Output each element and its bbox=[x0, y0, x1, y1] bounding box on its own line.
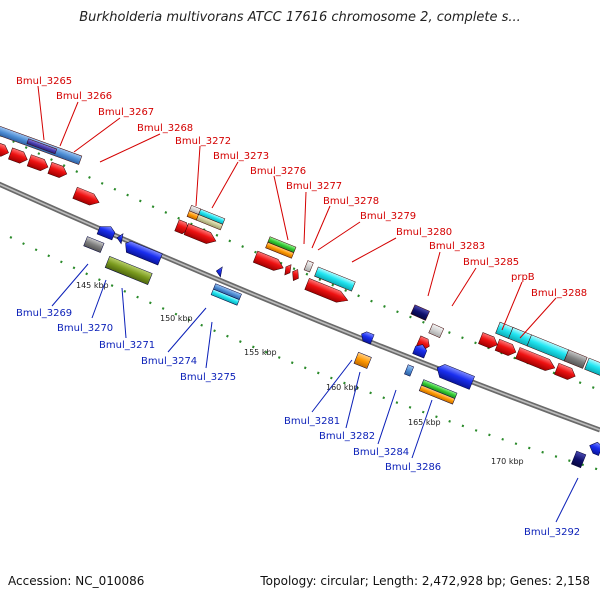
cds-feature[interactable] bbox=[584, 357, 600, 378]
gene-label[interactable]: Bmul_3277 bbox=[286, 181, 342, 192]
tick-label: 155 kbp bbox=[244, 348, 277, 357]
gene-arrow[interactable] bbox=[72, 186, 102, 208]
gene-arrow[interactable] bbox=[252, 250, 285, 273]
cds-feature[interactable] bbox=[404, 364, 415, 377]
label-leaders-top bbox=[37, 85, 557, 339]
gene-label[interactable]: Bmul_3276 bbox=[250, 166, 306, 177]
cds-feature[interactable] bbox=[210, 288, 240, 306]
cds-feature[interactable] bbox=[563, 349, 588, 369]
gene-label[interactable]: Bmul_3270 bbox=[57, 323, 113, 334]
gene-label[interactable]: Bmul_3282 bbox=[319, 431, 375, 442]
cds-feature[interactable] bbox=[314, 266, 356, 292]
gene-label[interactable]: Bmul_3286 bbox=[385, 462, 441, 473]
gene-arrow[interactable] bbox=[283, 263, 293, 276]
cds-feature[interactable] bbox=[428, 323, 445, 339]
gene-arrow[interactable] bbox=[587, 440, 600, 456]
gene-label[interactable]: Bmul_3267 bbox=[98, 107, 154, 118]
gene-label[interactable]: prpB bbox=[511, 272, 535, 283]
gene-arrow[interactable] bbox=[434, 362, 475, 390]
gene-label[interactable]: Bmul_3285 bbox=[463, 257, 519, 268]
chromosome-backbone bbox=[0, 181, 600, 433]
map-title: Burkholderia multivorans ATCC 17616 chro… bbox=[79, 10, 521, 25]
cds-feature[interactable] bbox=[265, 241, 295, 259]
gene-arrow[interactable] bbox=[0, 140, 11, 158]
gene-label[interactable]: Bmul_3278 bbox=[323, 196, 379, 207]
gene-label[interactable]: Bmul_3269 bbox=[16, 308, 72, 319]
gene-arrow[interactable] bbox=[26, 154, 50, 173]
gene-arrow[interactable] bbox=[116, 232, 125, 245]
tick-label: 170 kbp bbox=[491, 457, 524, 466]
gene-label[interactable]: Bmul_3283 bbox=[429, 241, 485, 252]
gene-label[interactable]: Bmul_3279 bbox=[360, 211, 416, 222]
cds-feature[interactable] bbox=[418, 384, 456, 405]
gene-label[interactable]: Bmul_3280 bbox=[396, 227, 452, 238]
gene-label[interactable]: Bmul_3273 bbox=[213, 151, 269, 162]
gene-arrow[interactable] bbox=[412, 342, 429, 359]
gene-arrow[interactable] bbox=[515, 347, 557, 373]
cds-feature[interactable] bbox=[26, 138, 58, 155]
forward-genes[interactable] bbox=[0, 125, 600, 392]
cds-feature[interactable] bbox=[571, 450, 587, 469]
cds-feature[interactable] bbox=[303, 260, 314, 273]
gene-arrow[interactable] bbox=[96, 223, 116, 241]
cds-feature[interactable] bbox=[195, 214, 223, 231]
gene-label[interactable]: Bmul_3271 bbox=[99, 340, 155, 351]
gene-arrow[interactable] bbox=[8, 147, 29, 165]
cds-feature[interactable] bbox=[104, 255, 153, 285]
gene-arrow[interactable] bbox=[290, 268, 302, 282]
gene-arrow[interactable] bbox=[478, 332, 499, 350]
gene-label[interactable]: Bmul_3272 bbox=[175, 136, 231, 147]
label-leaders-bottom bbox=[51, 263, 579, 523]
cds-feature[interactable] bbox=[83, 236, 105, 253]
gene-arrow[interactable] bbox=[304, 278, 350, 306]
gene-label[interactable]: Bmul_3288 bbox=[531, 288, 587, 299]
gene-label[interactable]: Bmul_3281 bbox=[284, 416, 340, 427]
gene-arrow[interactable] bbox=[554, 362, 577, 382]
accession-text: Accession: NC_010086 bbox=[8, 574, 145, 588]
gene-arrow[interactable] bbox=[47, 161, 69, 179]
gene-arrow[interactable] bbox=[359, 330, 375, 345]
tick-label: 150 kbp bbox=[160, 314, 193, 323]
reverse-genes[interactable] bbox=[79, 220, 600, 472]
gene-label[interactable]: Bmul_3292 bbox=[524, 527, 580, 538]
gene-arrow[interactable] bbox=[215, 265, 224, 278]
gene-label[interactable]: Bmul_3284 bbox=[353, 447, 409, 458]
cds-feature[interactable] bbox=[410, 304, 430, 321]
gene-label[interactable]: Bmul_3268 bbox=[137, 123, 193, 134]
gene-arrow[interactable] bbox=[123, 240, 163, 266]
tick-label: 145 kbp bbox=[76, 281, 109, 290]
topology-text: Topology: circular; Length: 2,472,928 bp… bbox=[260, 574, 590, 588]
cds-feature[interactable] bbox=[353, 351, 372, 369]
gene-label[interactable]: Bmul_3266 bbox=[56, 91, 112, 102]
gene-arrow[interactable] bbox=[494, 338, 518, 358]
gene-labels-bottom: Bmul_3269 Bmul_3270 Bmul_3271 Bmul_3274 … bbox=[16, 308, 580, 538]
gene-label[interactable]: Bmul_3265 bbox=[16, 76, 72, 87]
tick-label: 160 kbp bbox=[326, 383, 359, 392]
gene-label[interactable]: Bmul_3275 bbox=[180, 372, 236, 383]
gene-arrow[interactable] bbox=[183, 223, 218, 246]
gene-labels-top: Bmul_3265 Bmul_3266 Bmul_3267 Bmul_3268 … bbox=[16, 76, 587, 299]
gene-label[interactable]: Bmul_3274 bbox=[141, 356, 197, 367]
